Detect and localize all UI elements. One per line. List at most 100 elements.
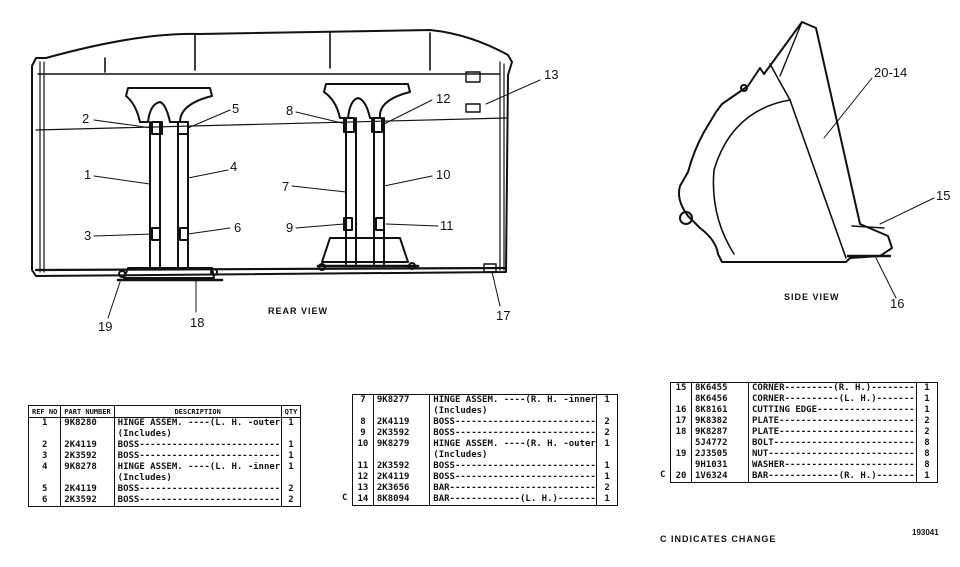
callout-11: 11 [440,218,454,233]
qty-cell: 8 [916,460,938,471]
parts-drawing [31,21,935,319]
qty-cell: 8 [916,449,938,460]
qty-cell: 2 [916,427,938,438]
part-number-cell: 9K8277 [373,394,431,406]
description-cell: BOSS---------------------------- [433,428,597,438]
ref-cell: 10 [352,439,374,450]
part-number-cell: 2K4119 [60,484,115,495]
qty-cell: 8 [916,438,938,449]
table-row: (Includes) [28,473,301,484]
ref-cell: 9 [352,428,374,439]
ref-cell: 5 [28,484,62,495]
part-number-cell: 9K8382 [691,416,749,427]
table-row: (Includes) [28,429,301,440]
table-row: (Includes) [352,450,618,461]
description-cell: WASHER-------------------------- [752,460,917,470]
right-hinge-pair [316,83,420,271]
header-part-number: PART NUMBER [60,405,115,418]
ref-cell: 11 [352,461,374,472]
header-qty: QTY [280,405,302,418]
description-cell: NUT----------------------------- [752,449,917,459]
description-cell: BAR-------------(L. H.)---------- [429,494,597,506]
part-number-cell: 1V6324 [691,471,749,483]
ref-cell [670,394,692,405]
change-note: C INDICATES CHANGE [660,534,777,544]
ref-cell: 17 [670,416,692,427]
description-cell: BAR----------------------------- [433,483,597,493]
callout-19: 19 [98,319,113,334]
description-cell: BOSS---------------------------- [433,417,597,427]
callout-16: 16 [890,296,905,311]
ref-cell: 4 [28,462,62,473]
ref-cell: 2 [28,440,62,451]
part-number-cell: 2K4119 [60,440,115,451]
ref-cell: 1 [28,417,62,429]
qty-cell: 2 [596,417,618,428]
ref-cell [670,438,692,449]
callout-8: 8 [286,103,294,118]
header-description: DESCRIPTION [113,405,282,418]
description-cell: PLATE--------------------------- [752,416,917,426]
callout-18: 18 [190,315,205,330]
description-cell: HINGE ASSEM. ----(R. H. -outer)---- [433,439,597,449]
part-number-cell: 8K8094 [373,494,431,506]
part-number-cell [60,473,115,484]
ref-cell [352,450,374,461]
qty-cell: 1 [280,451,301,462]
table-row: (Includes) [352,406,618,417]
qty-cell: 2 [280,495,301,507]
qty-cell [280,429,301,440]
part-number-cell: 8K6455 [691,382,749,394]
qty-cell: 2 [916,416,938,427]
change-indicator: C [660,470,666,480]
ref-cell: 15 [670,382,692,394]
qty-cell: 1 [280,440,301,451]
qty-cell: 1 [916,382,938,394]
part-number-cell: 8K6456 [691,394,749,405]
qty-cell [280,473,301,484]
callout-3: 3 [84,228,92,243]
side-view-bucket [678,21,893,263]
callout-7: 7 [282,179,290,194]
part-number-cell: 9H1031 [691,460,749,471]
callout-6: 6 [234,220,242,235]
description-cell: CUTTING EDGE-------------------- [752,405,917,415]
ref-cell: 18 [670,427,692,438]
description-cell: BOSS---------------------------- [114,495,282,507]
qty-cell [596,406,618,417]
description-cell: (Includes) [433,406,488,416]
description-cell: CORNER---------(R. H.)----------- [752,383,917,393]
description-cell: BOLT---------------------------- [752,438,917,448]
part-number-cell [373,406,431,417]
ref-cell: 3 [28,451,62,462]
description-cell: CORNER----------(L. H.)---------- [752,394,917,404]
callout-20-14: 20-14 [874,65,908,80]
ref-cell [670,460,692,471]
description-cell: BOSS---------------------------- [433,461,597,471]
qty-cell: 2 [596,428,618,439]
description-cell: BOSS---------------------------- [117,451,282,461]
part-number-cell: 2K4119 [373,417,431,428]
qty-cell: 1 [596,439,618,450]
qty-cell: 2 [596,483,618,494]
qty-cell: 1 [916,405,938,416]
callout-9: 9 [286,220,294,235]
description-cell: (Includes) [433,450,488,460]
ref-cell [28,473,62,484]
part-number-cell: 5J4772 [691,438,749,449]
